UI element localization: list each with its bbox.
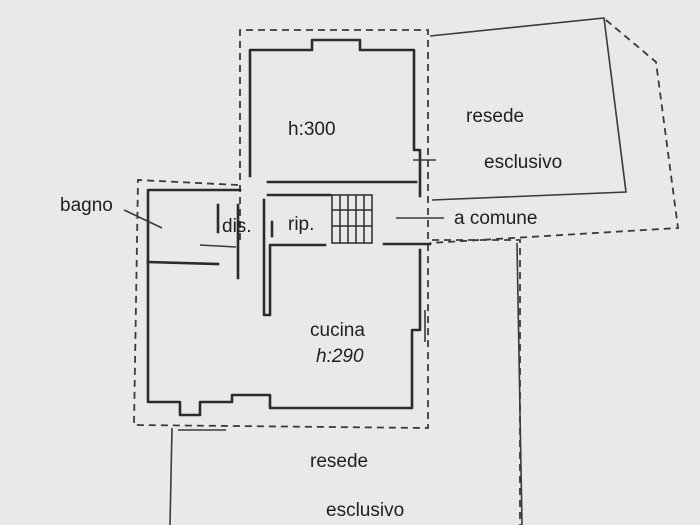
- label-a-comune: a comune: [454, 208, 537, 229]
- label-h290: h:290: [316, 346, 364, 367]
- label-cucina: cucina: [310, 320, 365, 341]
- boundary-dashed-left: [133, 179, 429, 429]
- corridor-wall: [262, 198, 327, 317]
- label-dis: dis.: [222, 216, 252, 237]
- bathroom-wall-bottom: [146, 260, 220, 266]
- label-rip: rip.: [288, 214, 314, 235]
- courtyard-top-outline: [429, 17, 627, 201]
- label-esclusivo-bottom: esclusivo: [326, 500, 404, 521]
- label-bagno: bagno: [60, 195, 113, 216]
- kitchen-walls: [146, 248, 422, 417]
- courtyard-top-dashed-edge: [429, 19, 680, 244]
- label-esclusivo-top: esclusivo: [484, 152, 562, 173]
- label-resede-bottom: resede: [310, 451, 368, 472]
- label-h300: h:300: [288, 119, 336, 140]
- bathroom-walls: [146, 188, 242, 264]
- courtyard-bottom-left-edge: [169, 427, 173, 525]
- bagno-leader-line: [123, 209, 163, 229]
- bathroom-door-line: [199, 244, 237, 248]
- boundary-right-line: [516, 242, 523, 525]
- staircase: [331, 194, 373, 244]
- label-resede-top: resede: [466, 106, 524, 127]
- property-boundary-dashed: [239, 29, 521, 525]
- upper-room-walls: [248, 38, 422, 198]
